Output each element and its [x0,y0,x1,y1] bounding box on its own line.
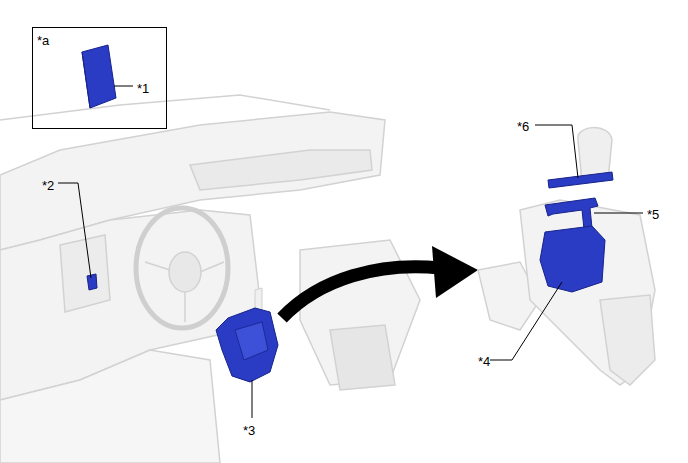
arrow [282,246,478,318]
part [545,198,598,229]
console [478,128,655,385]
part [540,226,605,292]
ecu [82,45,116,108]
text-holder: *5 [647,205,659,223]
shifter-assembly [216,288,278,382]
callout-number: *3 [243,423,255,438]
callout-number: *4 [478,354,490,369]
text-holder: *2 [42,176,54,194]
part [87,274,97,290]
text-holder: *6 [517,117,529,135]
callout-number: *2 [42,178,54,193]
leader-line [58,86,643,418]
text-holder: *4 [478,352,490,370]
text-holder: *a [37,31,49,49]
callout-number: *5 [647,207,659,222]
callout-number: *1 [137,81,149,96]
callout-number: *a [37,33,49,48]
callout-number: *6 [517,119,529,134]
part [548,172,613,188]
text-holder: *1 [137,79,149,97]
text-holder: *3 [243,421,255,439]
inset-box: *a *1 [32,27,167,129]
